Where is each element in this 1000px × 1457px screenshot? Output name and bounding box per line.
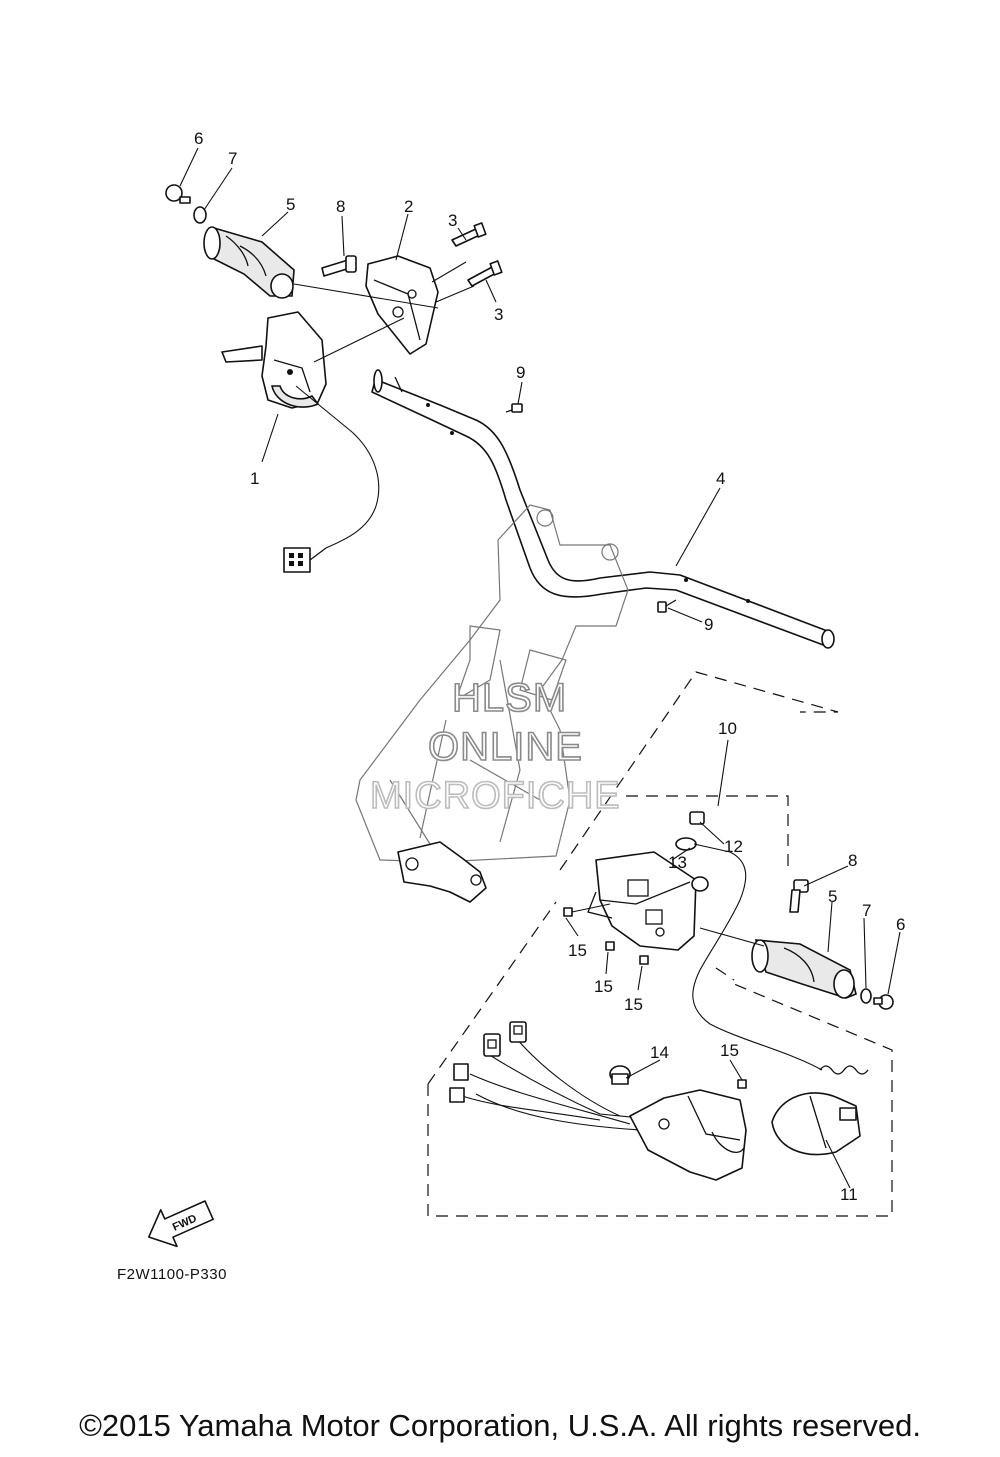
callout-1: 1 xyxy=(250,469,259,488)
upper-holder xyxy=(365,255,439,355)
watermark-line-2: ONLINE xyxy=(428,725,583,769)
harness-connector-c xyxy=(453,1063,469,1081)
callout-3-lower: 3 xyxy=(494,305,503,324)
watermark-line-3: MICROFICHE xyxy=(370,775,621,817)
copyright-notice: ©2015 Yamaha Motor Corporation, U.S.A. A… xyxy=(79,1408,921,1443)
fwd-arrow: FWD xyxy=(147,1200,214,1248)
callout-6-top: 6 xyxy=(194,129,203,148)
throttle-cover xyxy=(771,1092,861,1156)
right-switch-button xyxy=(691,876,709,892)
callout-numbers: 6 7 5 8 2 3 3 9 1 4 9 10 12 13 15 15 15 … xyxy=(194,129,905,1204)
callout-9-lower: 9 xyxy=(704,615,713,634)
assembly-10-outline xyxy=(427,795,893,1217)
right-bar-end-bolt xyxy=(873,994,894,1010)
holder-bolt-lower xyxy=(467,260,503,287)
handlebar xyxy=(371,369,835,649)
callout-7-top: 7 xyxy=(228,149,237,168)
screw-9-lower xyxy=(657,599,677,613)
switch-screw-12 xyxy=(689,811,705,825)
figure-code: F2W1100-P330 xyxy=(117,1266,227,1283)
wiring-harness xyxy=(461,1037,641,1131)
callout-9-upper: 9 xyxy=(516,363,525,382)
callout-7-right: 7 xyxy=(862,901,871,920)
switch-cap-14 xyxy=(609,1065,631,1085)
switch-screws-15 xyxy=(563,907,747,1089)
right-grip-screw xyxy=(789,879,809,913)
callout-8-top: 8 xyxy=(336,197,345,216)
left-grip-screw xyxy=(321,255,357,277)
callout-2: 2 xyxy=(404,197,413,216)
left-switch-cable xyxy=(295,385,380,549)
left-washer xyxy=(193,206,207,224)
callout-6-right: 6 xyxy=(896,915,905,934)
callout-15-c: 15 xyxy=(624,995,643,1014)
left-handlebar-switch xyxy=(221,311,327,409)
harness-connector-d xyxy=(449,1087,465,1103)
callout-14: 14 xyxy=(650,1043,669,1062)
screw-9-upper xyxy=(505,403,523,413)
left-grip xyxy=(203,226,295,299)
callout-3-upper: 3 xyxy=(448,211,457,230)
left-bar-end-bolt xyxy=(165,184,191,204)
right-grip xyxy=(751,939,857,999)
callout-15-d: 15 xyxy=(720,1041,739,1060)
callout-4: 4 xyxy=(716,469,725,488)
throttle-spring xyxy=(819,1065,869,1075)
right-switch-base xyxy=(587,851,697,951)
callout-15-a: 15 xyxy=(568,941,587,960)
harness-connector-a xyxy=(483,1033,501,1057)
right-washer xyxy=(860,988,872,1004)
callout-5-top: 5 xyxy=(286,195,295,214)
switch-lead-13 xyxy=(675,837,823,1071)
front-cover xyxy=(355,504,629,903)
exploded-view-outline xyxy=(559,671,839,871)
callout-5-right: 5 xyxy=(828,887,837,906)
callout-leaders xyxy=(179,147,901,1189)
holder-bolt-upper xyxy=(451,222,487,247)
callout-10: 10 xyxy=(718,719,737,738)
watermark-line-1: HLSM xyxy=(452,676,567,720)
callout-8-right: 8 xyxy=(848,851,857,870)
left-switch-connector xyxy=(283,547,311,573)
lower-switch-housing xyxy=(629,1089,747,1181)
callout-15-b: 15 xyxy=(594,977,613,996)
callout-13: 13 xyxy=(668,853,687,872)
watermark: HLSM ONLINE MICROFICHE xyxy=(369,675,621,818)
harness-connector-b xyxy=(509,1021,527,1043)
callout-11: 11 xyxy=(840,1185,858,1204)
callout-12: 12 xyxy=(724,837,743,856)
